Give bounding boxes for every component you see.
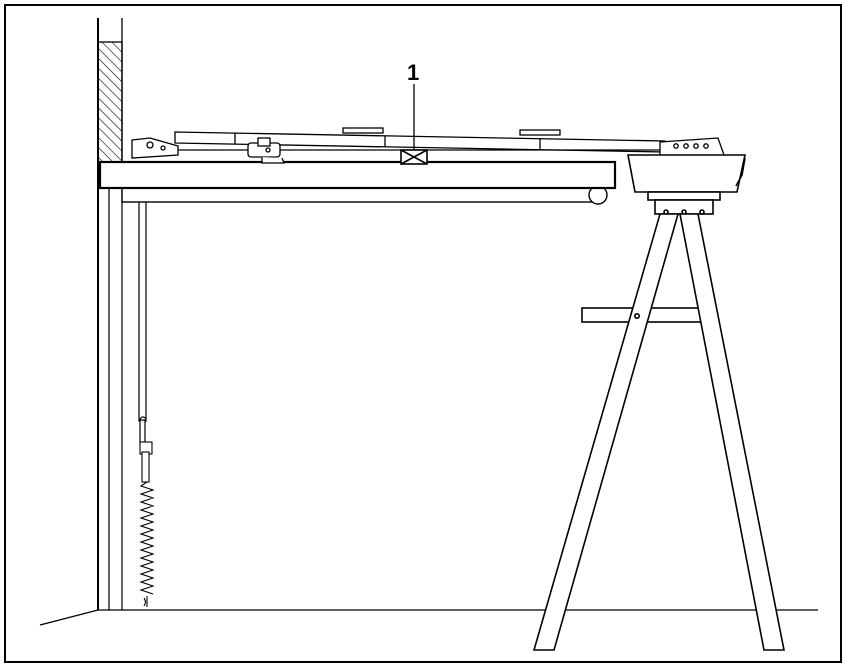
trolley [247, 137, 285, 164]
wall-header-hatch [97, 41, 123, 167]
header-bracket [131, 137, 179, 159]
door-arm-rod [138, 190, 147, 445]
garage-wall [97, 18, 123, 610]
floor [39, 609, 818, 626]
sawhorse-leg-left [532, 213, 680, 651]
support-block-item-1 [400, 149, 428, 165]
sawhorse [532, 199, 785, 651]
door-jamb [108, 188, 123, 610]
door-top-beam [98, 160, 617, 190]
callout-label-1: 1 [407, 60, 419, 85]
sawhorse-leg-right [679, 213, 785, 651]
motor-unit [627, 154, 746, 201]
counterbalance-spring [139, 441, 155, 607]
